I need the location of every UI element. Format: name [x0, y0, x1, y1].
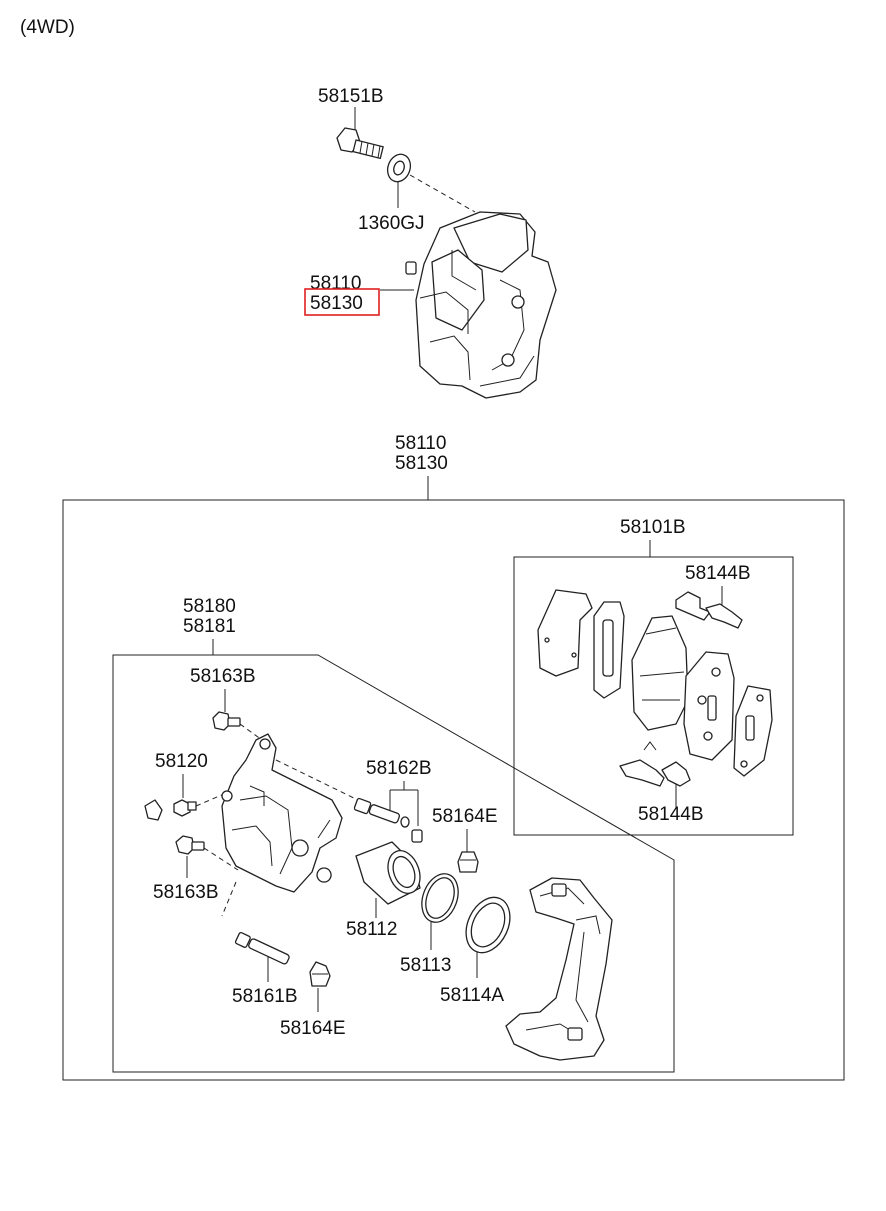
variant-label: (4WD) — [20, 17, 75, 38]
dashed-caliper-pin — [275, 759, 363, 803]
label-assembly-box-2: 58130 — [395, 453, 448, 474]
dashed-bleeder — [195, 793, 225, 807]
guide-bolt-top-drawing — [212, 711, 241, 731]
dashed-guide-bolt-top — [239, 723, 263, 741]
guide-pin-kit-drawing — [353, 797, 423, 843]
label-58180: 58180 — [183, 596, 236, 617]
piston-drawing — [355, 841, 421, 905]
dashed-guide-bolt-bottom — [203, 847, 239, 871]
pad-kit-box — [513, 556, 794, 836]
pad-kit-drawing — [537, 589, 773, 787]
dashed-guide-top — [409, 174, 476, 213]
assembly-outer-box — [62, 499, 845, 1081]
label-58120: 58120 — [155, 751, 208, 772]
caliper-assembly-top-drawing — [405, 211, 557, 399]
label-58164e-right: 58164E — [432, 806, 498, 827]
label-assembly-top-1: 58110 — [310, 273, 361, 294]
bolt-58151b-drawing — [336, 127, 384, 160]
caliper-body-drawing — [221, 733, 343, 893]
label-58163b-top: 58163B — [190, 666, 256, 687]
label-1360gj: 1360GJ — [358, 213, 425, 234]
label-58112: 58112 — [346, 919, 397, 940]
label-58181: 58181 — [183, 616, 236, 637]
label-58114a: 58114A — [440, 985, 504, 1006]
boot-58164e-right-drawing — [457, 851, 479, 873]
guide-bolt-bottom-drawing — [175, 835, 205, 855]
bleeder-drawing — [144, 799, 197, 821]
label-58164e-bottom: 58164E — [280, 1018, 346, 1039]
highlight-box-58130 — [304, 288, 380, 316]
boot-58164e-bottom-drawing — [309, 961, 331, 987]
dashed-caliper-down — [221, 881, 237, 917]
label-58101b: 58101B — [620, 517, 686, 538]
label-58162b: 58162B — [366, 758, 432, 779]
washer-1360gj-drawing — [386, 153, 412, 183]
label-58144b-bottom: 58144B — [638, 804, 704, 825]
guide-pin-58161b-drawing — [234, 932, 290, 965]
label-58163b-bottom: 58163B — [153, 882, 219, 903]
label-58161b: 58161B — [232, 986, 298, 1007]
label-assembly-box-1: 58110 — [395, 433, 446, 454]
label-58113: 58113 — [400, 955, 451, 976]
leader-58162b — [389, 781, 419, 826]
label-58144b-top: 58144B — [685, 563, 751, 584]
caliper-bracket-drawing — [505, 877, 613, 1061]
label-assembly-top-2: 58130 — [310, 293, 363, 314]
seal-drawing — [421, 873, 459, 923]
label-58151b: 58151B — [318, 86, 384, 107]
caliper-box — [112, 654, 675, 1073]
dust-boot-drawing — [465, 896, 511, 954]
